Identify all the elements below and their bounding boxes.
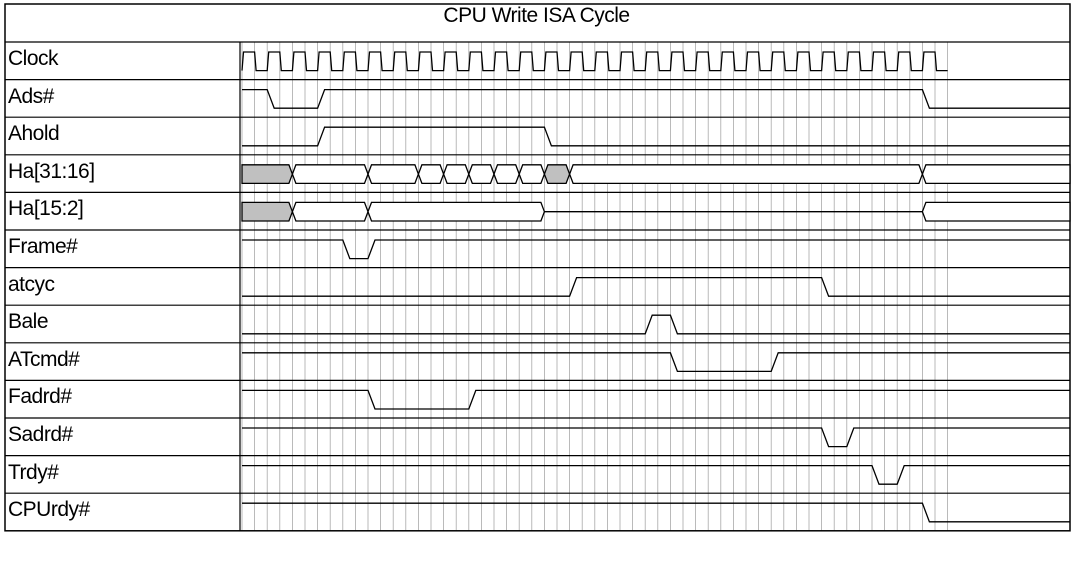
waveform-fadrd: [242, 389, 1070, 410]
bus-segment-ha-31-16: [468, 164, 495, 185]
waveform-clock: [241, 51, 948, 72]
waveform-ads: [242, 88, 1070, 109]
bus-segment-ha-31-16: [568, 164, 924, 185]
waveform-atcyc: [242, 276, 1070, 297]
waveform-ahold: [242, 126, 1070, 147]
waveform-bale: [242, 314, 1070, 335]
bus-segment-ha-31-16: [417, 164, 445, 185]
bus-segment-ha-31-16: [921, 164, 1071, 185]
bus-segment-ha-31-16: [543, 164, 571, 185]
bus-segment-ha-31-16: [291, 164, 369, 185]
bus-segment-ha-31-16: [493, 164, 520, 185]
bus-segment-ha-31-16: [442, 164, 470, 185]
waveform-sadrd: [242, 427, 1070, 448]
waveform-frame: [242, 239, 1070, 260]
waveform-atcmd: [242, 352, 1070, 373]
bus-segment-ha-31-16: [241, 164, 294, 185]
waveform-cpurdy: [242, 502, 1070, 523]
bus-segment-ha-15-2: [921, 201, 1071, 222]
bus-segment-ha-15-2: [291, 201, 369, 222]
bus-segment-ha-15-2: [241, 201, 294, 222]
bus-segment-ha-15-2: [367, 201, 546, 222]
bus-segment-ha-31-16: [518, 164, 546, 185]
bus-segment-ha-31-16: [367, 164, 420, 185]
waveform-trdy: [242, 464, 1070, 485]
